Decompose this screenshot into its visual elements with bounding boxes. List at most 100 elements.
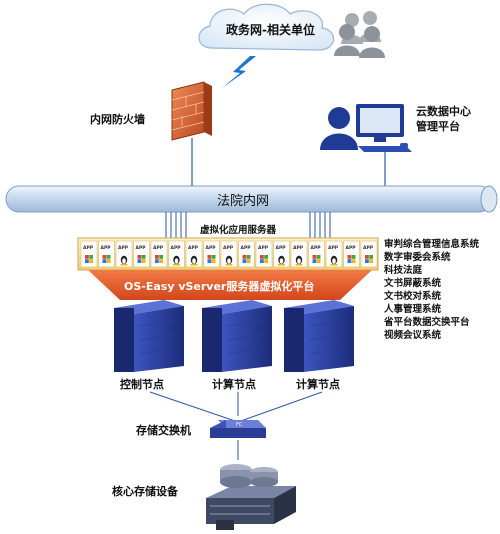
app-tile-label: APP xyxy=(223,245,234,251)
app-tile-label: APP xyxy=(363,245,374,251)
system-item: 审判综合管理信息系统 xyxy=(384,239,480,250)
windows-icon xyxy=(264,259,268,263)
system-item: 数字审委会系统 xyxy=(384,252,451,263)
windows-icon xyxy=(316,259,321,263)
server-tower-compute-1 xyxy=(202,300,272,372)
windows-icon xyxy=(106,255,111,259)
app-tile-label: APP xyxy=(346,245,357,251)
windows-icon xyxy=(246,259,251,263)
app-tile: APP xyxy=(185,240,203,268)
app-tile-label: APP xyxy=(311,245,322,251)
storage-device-icon xyxy=(206,464,296,530)
windows-icon xyxy=(137,255,142,259)
app-tile-label: APP xyxy=(171,245,182,251)
server-tower-control xyxy=(114,300,184,372)
system-item: 科技法庭 xyxy=(384,265,423,276)
storage-switch-icon: FC xyxy=(210,420,266,438)
systems-list: 审判综合管理信息系统数字审委会系统科技法庭文书屏蔽系统文书校对系统人事管理系统省… xyxy=(384,238,479,342)
network-label: 法院内网 xyxy=(217,194,270,209)
windows-icon xyxy=(137,259,142,263)
windows-icon xyxy=(141,259,146,263)
app-tile-label: APP xyxy=(276,245,287,251)
system-item: 人事管理系统 xyxy=(384,304,442,315)
network-cables xyxy=(165,212,331,238)
windows-icon xyxy=(242,259,247,263)
node-label-control: 控制节点 xyxy=(120,378,164,391)
node-label-compute-1: 计算节点 xyxy=(212,378,256,391)
app-tile: APP xyxy=(168,240,185,268)
switch-chip-label: FC xyxy=(236,422,243,428)
app-tile-label: APP xyxy=(118,245,129,251)
windows-icon xyxy=(141,255,146,259)
platform-label: OS-Easy vServer服务器虚拟化平台 xyxy=(124,280,315,293)
app-tile: APP xyxy=(308,240,325,268)
app-tile: APP xyxy=(273,240,290,268)
app-tile: APP xyxy=(325,240,343,268)
windows-icon xyxy=(106,259,111,263)
app-tile: APP xyxy=(238,240,255,268)
app-tile-label: APP xyxy=(241,245,252,251)
cloud-label: 政务网-相关单位 xyxy=(226,23,315,37)
app-tile-label: APP xyxy=(293,245,304,251)
network-bar xyxy=(5,185,498,213)
system-item: 视频会议系统 xyxy=(384,330,442,341)
windows-icon xyxy=(312,259,317,263)
windows-icon xyxy=(312,255,317,259)
windows-icon xyxy=(369,259,373,263)
windows-icon xyxy=(242,255,247,259)
windows-icon xyxy=(155,259,159,263)
cloud-icon xyxy=(198,3,335,51)
firewall-label: 内网防火墙 xyxy=(90,113,145,126)
storage-links xyxy=(149,391,323,460)
windows-icon xyxy=(211,255,216,259)
lightning-icon xyxy=(222,56,256,88)
server-tower-compute-2 xyxy=(284,300,354,372)
windows-icon xyxy=(85,255,89,259)
system-item: 文书屏蔽系统 xyxy=(384,278,442,289)
windows-icon xyxy=(211,259,216,263)
windows-icon xyxy=(246,255,251,259)
windows-icon xyxy=(260,255,264,259)
app-tile: APP xyxy=(80,240,98,268)
app-tile: APP xyxy=(255,240,273,268)
app-tile-label: APP xyxy=(101,245,112,251)
app-tile: APP xyxy=(220,240,238,268)
windows-icon xyxy=(264,255,268,259)
app-tile: APP xyxy=(98,240,115,268)
virtual-servers-label: 虚拟化应用服务器 xyxy=(200,225,277,236)
windows-icon xyxy=(89,259,93,263)
app-tile-label: APP xyxy=(328,245,339,251)
windows-icon xyxy=(89,255,93,259)
windows-icon xyxy=(102,255,107,259)
switch-label: 存储交换机 xyxy=(136,424,191,437)
windows-icon xyxy=(316,255,321,259)
windows-icon xyxy=(365,255,369,259)
app-tile-label: APP xyxy=(206,245,217,251)
windows-icon xyxy=(347,259,352,263)
system-item: 省平台数据交换平台 xyxy=(384,317,470,328)
app-tile-label: APP xyxy=(136,245,147,251)
firewall-icon xyxy=(171,81,212,141)
app-tile: APP xyxy=(290,240,308,268)
system-item: 文书校对系统 xyxy=(384,291,442,302)
windows-icon xyxy=(159,259,163,263)
mgmt-platform-label: 云数据中心 管理平台 xyxy=(416,104,471,134)
workstation-icon xyxy=(320,104,412,152)
windows-icon xyxy=(260,259,264,263)
windows-icon xyxy=(102,259,107,263)
windows-icon xyxy=(207,255,212,259)
windows-icon xyxy=(351,259,356,263)
app-tile: APP xyxy=(360,240,378,268)
windows-icon xyxy=(155,255,159,259)
windows-icon xyxy=(159,255,163,259)
windows-icon xyxy=(347,255,352,259)
windows-icon xyxy=(365,259,369,263)
windows-icon xyxy=(369,255,373,259)
node-label-compute-2: 计算节点 xyxy=(296,378,340,391)
user-group-icon xyxy=(334,11,385,58)
windows-icon xyxy=(351,255,356,259)
app-tile: APP xyxy=(343,240,360,268)
